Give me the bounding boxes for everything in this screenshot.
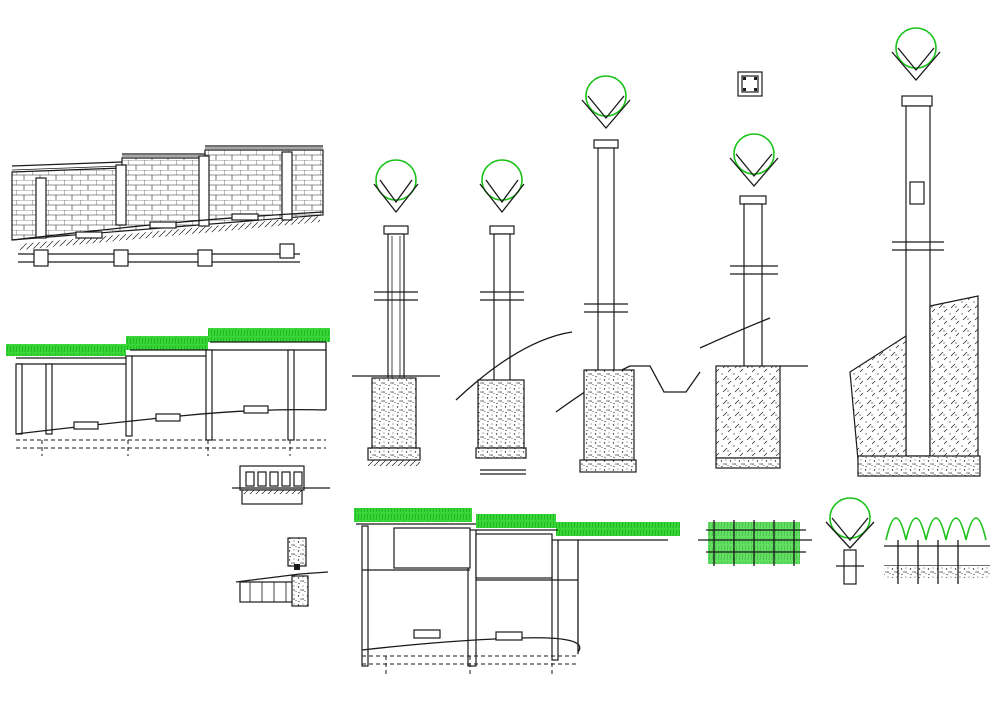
fence-post-section-2 xyxy=(455,159,573,475)
post-cap-plan xyxy=(737,71,763,97)
fence-post-section-1 xyxy=(352,159,440,466)
fence-post-section-3 xyxy=(555,75,701,473)
drain-pipe-detail xyxy=(232,465,330,505)
fence-post-section-4 xyxy=(699,133,808,469)
ring-post-mesh-detail xyxy=(825,497,990,585)
small-pier-detail xyxy=(235,537,329,607)
brick-wall-elevation xyxy=(11,145,324,267)
tall-retaining-post-section xyxy=(849,27,981,477)
green-mesh-detail xyxy=(698,520,812,566)
green-wall-elevation xyxy=(6,328,330,456)
lower-green-wall-elevation xyxy=(354,508,680,676)
